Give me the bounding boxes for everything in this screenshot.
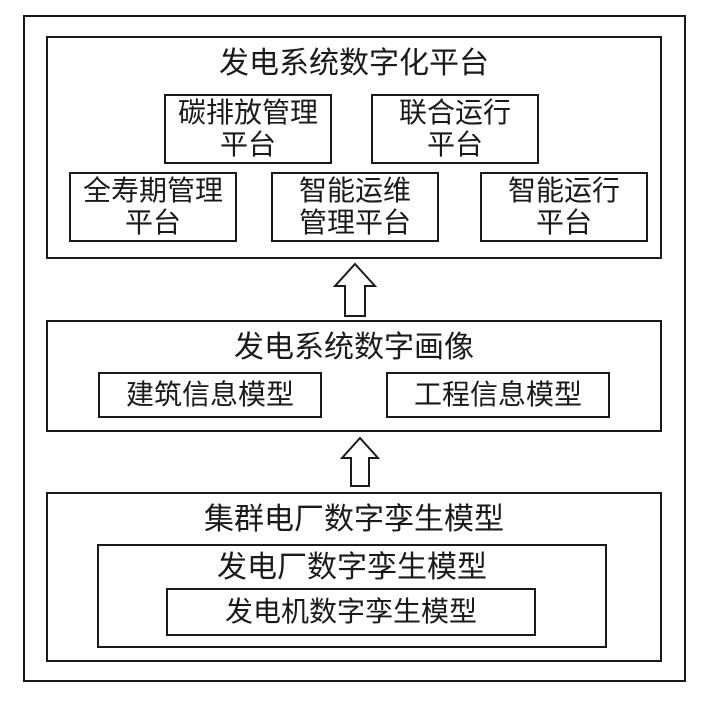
- engineering-info-model-label: 工程信息模型: [413, 378, 582, 411]
- up-arrow-icon: [340, 436, 380, 487]
- module-line: 平台: [124, 206, 181, 239]
- module-line: 平台: [426, 128, 483, 161]
- generator-digital-twin-label: 发电机数字孪生模型: [224, 595, 477, 628]
- cluster-digital-twin-title: 集群电厂数字孪生模型: [204, 502, 504, 537]
- engineering-info-model-box: 工程信息模型: [386, 372, 610, 418]
- bim-label: 建筑信息模型: [125, 378, 294, 411]
- up-arrow-icon: [333, 262, 377, 317]
- module-line: 智能运行: [507, 174, 620, 207]
- digital-portrait-section: 发电系统数字画像 建筑信息模型 工程信息模型: [46, 320, 662, 432]
- cluster-digital-twin-section: 集群电厂数字孪生模型 发电厂数字孪生模型 发电机数字孪生模型: [46, 492, 662, 662]
- module-line: 全寿期管理: [82, 174, 223, 207]
- lifecycle-management-platform-box: 全寿期管理平台: [69, 172, 237, 242]
- digital-platform-section: 发电系统数字化平台 碳排放管理平台 联合运行平台 全寿期管理平台 智能运维管理平…: [46, 36, 662, 259]
- module-line: 平台: [219, 128, 276, 161]
- power-plant-digital-twin-box: 发电厂数字孪生模型 发电机数字孪生模型: [97, 544, 607, 648]
- module-line: 碳排放管理: [177, 96, 318, 129]
- smart-maintenance-platform-box: 智能运维管理平台: [271, 172, 439, 242]
- generator-digital-twin-box: 发电机数字孪生模型: [166, 588, 536, 636]
- joint-operation-platform-box: 联合运行平台: [371, 94, 539, 164]
- power-plant-digital-twin-title: 发电厂数字孪生模型: [217, 550, 487, 585]
- digital-portrait-title: 发电系统数字画像: [234, 330, 474, 365]
- bim-box: 建筑信息模型: [98, 372, 322, 418]
- module-line: 管理平台: [298, 206, 411, 239]
- module-line: 智能运维: [298, 174, 411, 207]
- digital-platform-title: 发电系统数字化平台: [219, 46, 489, 81]
- module-line: 平台: [535, 206, 592, 239]
- carbon-emission-platform-box: 碳排放管理平台: [164, 94, 332, 164]
- module-line: 联合运行: [398, 96, 511, 129]
- smart-operation-platform-box: 智能运行平台: [480, 172, 648, 242]
